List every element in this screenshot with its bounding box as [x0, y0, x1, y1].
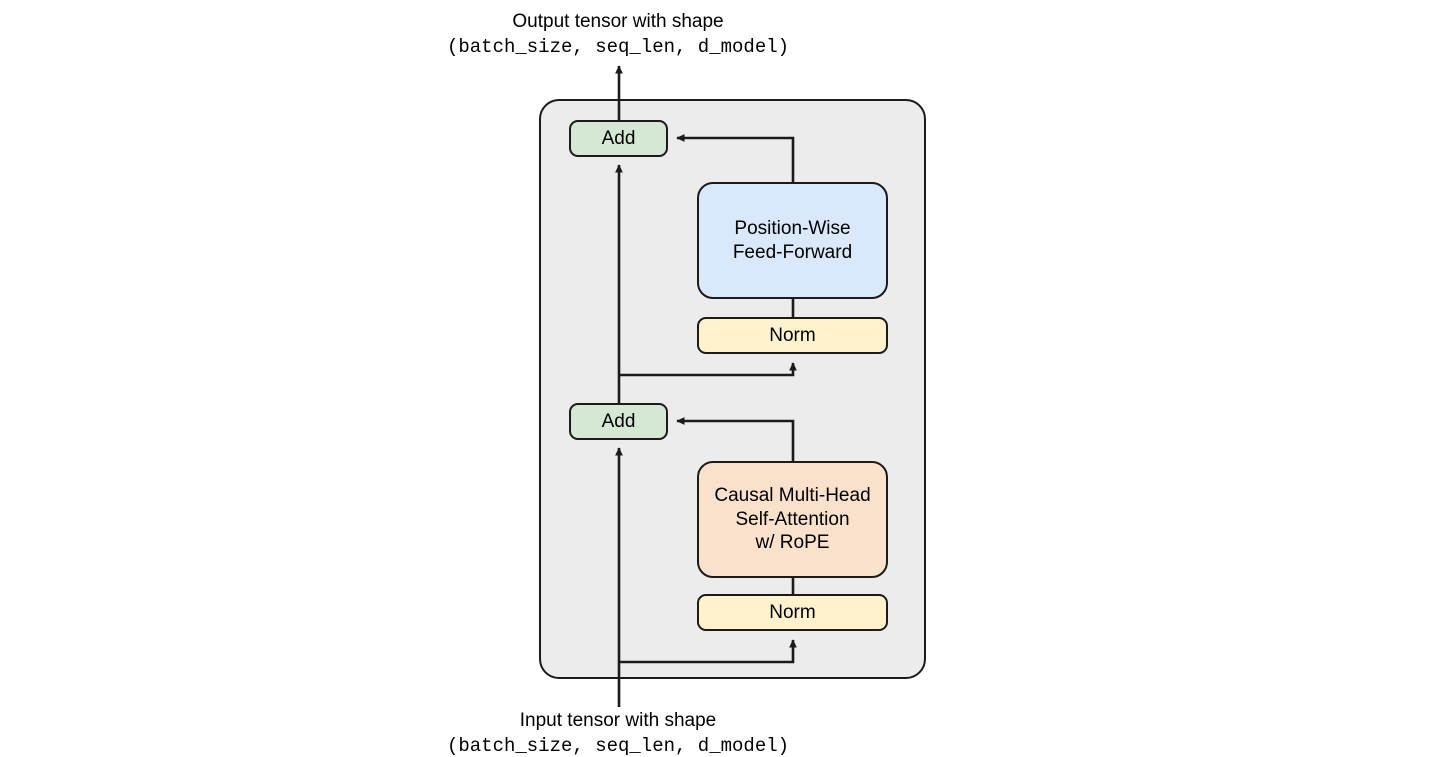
feed-forward-node-label: Position-Wise Feed-Forward: [699, 217, 886, 264]
input-tensor-line-2: (batch_size, seq_len, d_model): [446, 734, 790, 757]
edge-split-top-to-norm-top: [619, 362, 797, 377]
feed-forward-node[interactable]: Position-Wise Feed-Forward: [697, 182, 888, 299]
norm-node-top[interactable]: Norm: [697, 317, 888, 354]
norm-node-bottom-label: Norm: [769, 601, 816, 623]
norm-node-top-label: Norm: [769, 324, 816, 346]
add-node-top[interactable]: Add: [569, 120, 668, 157]
attention-line-1: Causal Multi-Head: [714, 485, 871, 507]
edge-ffn-to-add-top: [676, 134, 795, 182]
edge-split-bottom-to-norm-bottom: [619, 639, 797, 664]
attention-node-label: Causal Multi-Head Self-Attention w/ RoPE: [699, 484, 886, 555]
output-tensor-line-2: (batch_size, seq_len, d_model): [446, 35, 790, 58]
add-node-bottom[interactable]: Add: [569, 403, 668, 440]
edge-attention-to-add-bottom: [676, 417, 795, 461]
add-node-top-label: Add: [601, 127, 636, 149]
feed-forward-line-1: Position-Wise: [734, 217, 851, 239]
norm-node-bottom[interactable]: Norm: [697, 594, 888, 631]
attention-node[interactable]: Causal Multi-Head Self-Attention w/ RoPE: [697, 461, 888, 578]
feed-forward-line-2: Feed-Forward: [732, 241, 853, 263]
attention-line-2: Self-Attention: [735, 508, 850, 530]
output-tensor-line-1: Output tensor with shape: [512, 11, 724, 32]
input-tensor-line-1: Input tensor with shape: [519, 710, 717, 731]
add-node-bottom-label: Add: [601, 410, 636, 432]
input-tensor-label: Input tensor with shape (batch_size, seq…: [0, 709, 1236, 757]
attention-line-3: w/ RoPE: [755, 532, 830, 554]
output-tensor-label: Output tensor with shape (batch_size, se…: [0, 10, 1236, 59]
